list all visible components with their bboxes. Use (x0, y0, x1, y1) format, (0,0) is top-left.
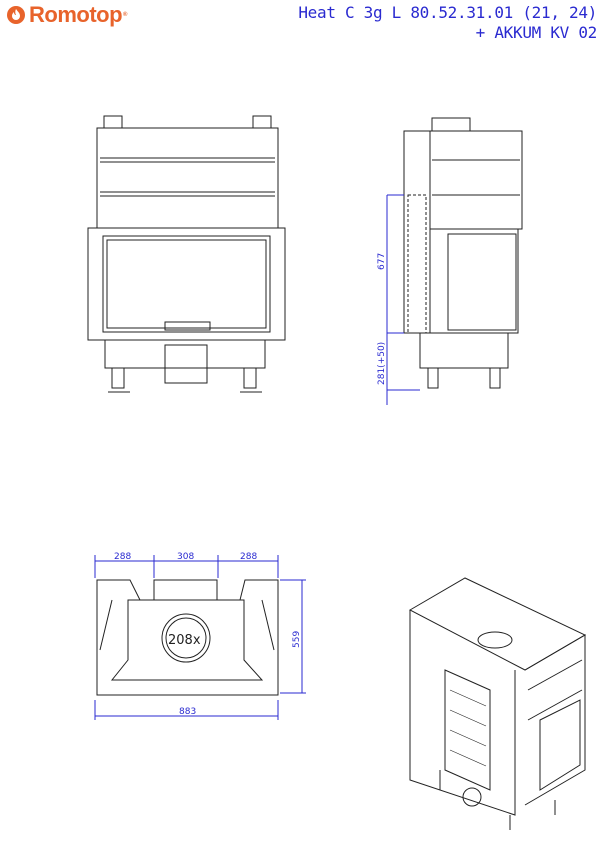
side-view (386, 117, 523, 405)
dim-top-right: 288 (240, 552, 257, 562)
dim-height: 677 (377, 253, 387, 270)
isometric-view (408, 577, 587, 830)
model-title-line1: Heat C 3g L 80.52.31.01 (21, 24) (298, 3, 597, 22)
dim-top-depth: 559 (292, 631, 302, 648)
dim-top-width: 883 (179, 707, 196, 717)
dim-base: 281(+50) (377, 342, 387, 385)
model-title-line2: + AKKUM KV 02 (475, 23, 598, 42)
registered-mark: ® (123, 12, 127, 18)
model-title: Heat C 3g L 80.52.31.01 (21, 24) + AKKUM… (298, 3, 597, 43)
flame-icon (7, 6, 25, 24)
brand-logo: Romotop® (6, 2, 127, 28)
front-view (87, 115, 286, 393)
brand-name: Romotop (29, 2, 123, 27)
top-view (94, 555, 306, 720)
dim-top-left: 288 (114, 552, 131, 562)
dim-flue-diameter: 208x (168, 633, 201, 648)
dim-top-middle: 308 (177, 552, 194, 562)
